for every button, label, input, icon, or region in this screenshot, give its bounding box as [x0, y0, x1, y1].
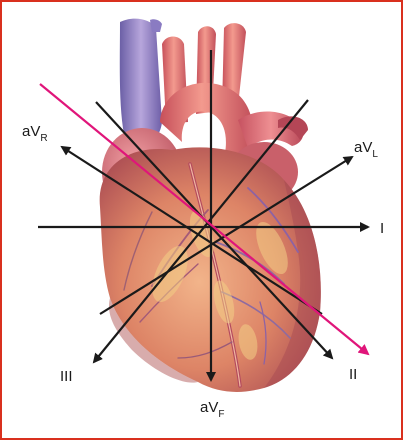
label-avl: aVL: [354, 139, 378, 160]
label-ii: II: [349, 366, 357, 383]
label-avr: aVR: [22, 123, 48, 144]
label-avf: aVF: [200, 399, 224, 420]
label-i: I: [380, 220, 384, 237]
label-iii: III: [60, 368, 73, 385]
